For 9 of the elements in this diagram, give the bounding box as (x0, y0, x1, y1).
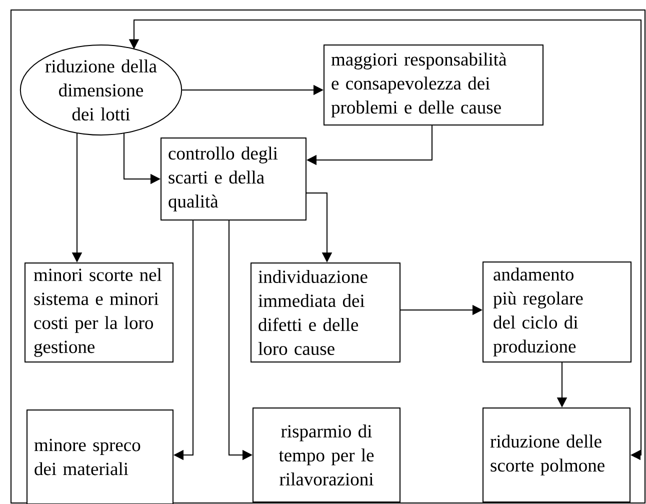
process-box: controllo degli scarti e della qualità (160, 138, 306, 220)
process-box: andamento più regolare del ciclo di produzione (482, 262, 632, 362)
process-box: minore spreco dei materiali (26, 410, 174, 504)
process-box: individuazione immediata dei difetti e delle loro cause (250, 262, 400, 362)
process-box: minori scorte nel sistema e minori costi per la loro gestione (24, 262, 174, 362)
ellipse-node: riduzione della dimensione dei lotti (20, 44, 182, 136)
process-box: riduzione delle scorte polmone (482, 408, 630, 502)
process-box: maggiori responsabilità e consapevolezza dei problemi e delle cause (324, 44, 544, 126)
process-box: risparmio di tempo per le rilavorazioni (252, 408, 400, 502)
